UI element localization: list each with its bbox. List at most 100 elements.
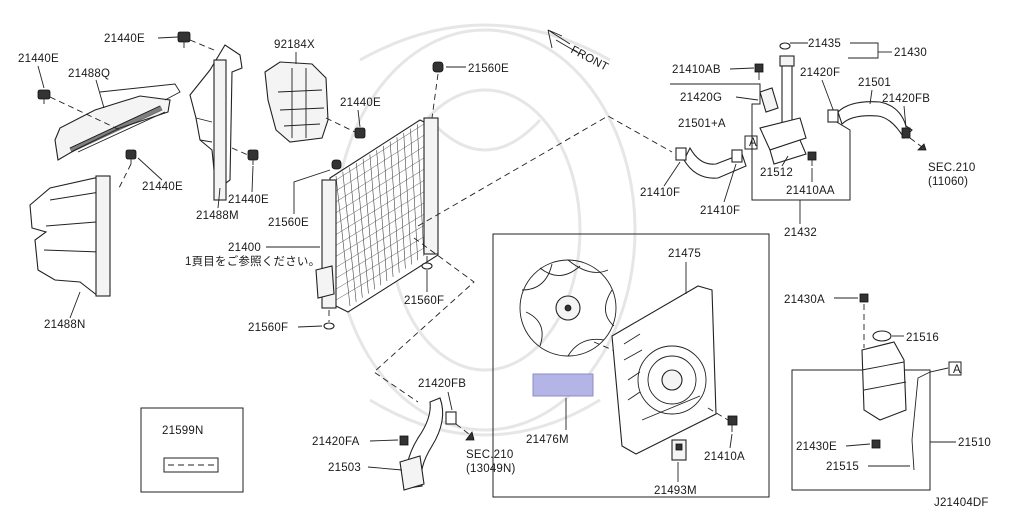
label-21410f-left: 21410F: [640, 187, 680, 199]
label-21400-note: 1頁目をご参照ください。: [185, 254, 320, 268]
hose-clamp-21420f-icon: [827, 109, 839, 123]
radiator-fin-line: [410, 128, 418, 261]
label-21515: 21515: [826, 461, 859, 473]
fan-blade-part: [519, 259, 617, 357]
radiator-tube-line: [335, 135, 425, 192]
label-21420fb-bottom: 21420FB: [418, 378, 466, 390]
mount-cap-21560e-left-icon: [331, 159, 342, 170]
label-21440e-mid: 21440E: [142, 181, 183, 193]
bolt-21410a-icon: [727, 415, 738, 432]
label-21410aa: 21410AA: [786, 185, 835, 197]
hose-clamp-21410f-bottom-icon: [731, 149, 743, 163]
label-21488m: 21488M: [196, 210, 239, 222]
clip-21440e-duct-icon: [354, 127, 366, 139]
reservoir-tank-part: [861, 341, 907, 421]
radiator-fin-line: [376, 150, 388, 282]
label-21430a: 21430A: [784, 294, 825, 306]
radiator-fin-line: [383, 145, 394, 277]
box-marker-a-top-frame: [744, 135, 758, 150]
radiator-fin-line: [396, 137, 406, 269]
side-bracket-part: [189, 44, 243, 201]
radiator-tube-line: [335, 157, 425, 213]
label-sec210-bottom: SEC.210: [466, 449, 513, 461]
clip-21440e-top-icon: [177, 31, 191, 48]
label-21435: 21435: [808, 38, 841, 50]
hose-clamp-21410f-left-icon: [675, 147, 687, 161]
label-21560e-top: 21560E: [468, 63, 509, 75]
radiator-tube-line: [335, 236, 425, 290]
label-21560e-left: 21560E: [268, 217, 309, 229]
mount-cap-21560e-top-icon: [432, 61, 444, 73]
pipe-junction-part: [759, 117, 807, 165]
label-21410a: 21410A: [704, 451, 745, 463]
label-sec210-top: SEC.210: [928, 162, 975, 174]
lower-hose-21503-part: [399, 397, 444, 491]
radiator-tube-line: [335, 247, 425, 301]
front-arrow-icon: [547, 29, 581, 55]
label-21493m: 21493M: [654, 485, 697, 497]
radiator-fin-line: [349, 167, 363, 298]
hose-assembly-bracket-21432: [670, 83, 851, 201]
clamp-21420fa-icon: [399, 435, 409, 446]
label-21560f-right: 21560F: [404, 295, 444, 307]
upper-shroud-part: [54, 83, 181, 161]
radiator-tube-line: [335, 180, 425, 235]
bleeder-fitting-part: [779, 55, 795, 127]
label-21430: 21430: [894, 47, 927, 59]
label-21503: 21503: [328, 462, 361, 474]
bolt-21430a-icon: [859, 293, 869, 303]
reservoir-cap-21516-icon: [872, 330, 892, 342]
label-21560f-left: 21560F: [248, 322, 288, 334]
diagram-code: J21404DF: [934, 497, 989, 509]
clip-21440e-mid-icon: [125, 149, 137, 164]
hose-connection-line-lower: [373, 237, 475, 403]
label-21476m: 21476M: [526, 434, 569, 446]
grommet-21560f-left-icon: [323, 322, 335, 330]
radiator-tube-line: [335, 168, 425, 224]
air-duct-part: [264, 61, 329, 143]
label-21432: 21432: [784, 227, 817, 239]
clip-21440e-left-icon: [37, 89, 51, 104]
clip-21440e-bracket-icon: [247, 149, 259, 165]
reservoir-cap-icon: [779, 42, 791, 50]
radiator-tube-line: [335, 202, 425, 257]
label-21475: 21475: [668, 248, 701, 260]
radiator-fin-line: [416, 124, 425, 257]
radiator-tube-line: [335, 225, 425, 279]
label-21440e-top: 21440E: [104, 33, 145, 45]
clamp-21420fb-top-icon: [901, 127, 911, 139]
box-marker-a-bottom: A: [953, 364, 961, 376]
label-21516: 21516: [906, 332, 939, 344]
box-marker-a-top: A: [749, 137, 757, 149]
label-21440e-bracket: 21440E: [228, 194, 269, 206]
grommet-21560f-right-icon: [421, 262, 433, 270]
reservoir-frame: [791, 369, 931, 491]
radiator-fin-line: [403, 132, 412, 265]
label-21410f-bottom: 21410F: [700, 205, 740, 217]
label-sec210-top-sub: (11060): [928, 176, 968, 188]
clamp-21430e-icon: [871, 439, 881, 449]
radiator-tube-line: [335, 123, 425, 181]
lower-guide-part: [29, 175, 111, 297]
fan-resistor-21493m-part: [671, 439, 687, 461]
radiator-fin-line: [389, 141, 400, 273]
watermark-emblem: [333, 23, 637, 437]
label-21420fa: 21420FA: [312, 436, 360, 448]
radiator-part: [315, 117, 439, 313]
fan-highlight-box: [532, 373, 594, 397]
label-21440e-duct: 21440E: [340, 97, 381, 109]
label-plate-icon: [163, 457, 219, 473]
label-21488q: 21488Q: [68, 68, 110, 80]
hose-clamp-bracket-part: [759, 87, 779, 113]
label-sec210-bottom-sub: (13049N): [466, 463, 516, 475]
radiator-fin-line: [356, 163, 369, 294]
label-92184x: 92184X: [274, 39, 315, 51]
radiator-fin-line: [342, 171, 357, 302]
label-21501: 21501: [858, 77, 891, 89]
label-21420g: 21420G: [680, 92, 722, 104]
label-21440e-left: 21440E: [18, 53, 59, 65]
arrow-sec210-bottom-icon: [455, 423, 475, 441]
radiator-tube-line: [335, 146, 425, 203]
upper-hose-21501-part: [837, 101, 913, 139]
